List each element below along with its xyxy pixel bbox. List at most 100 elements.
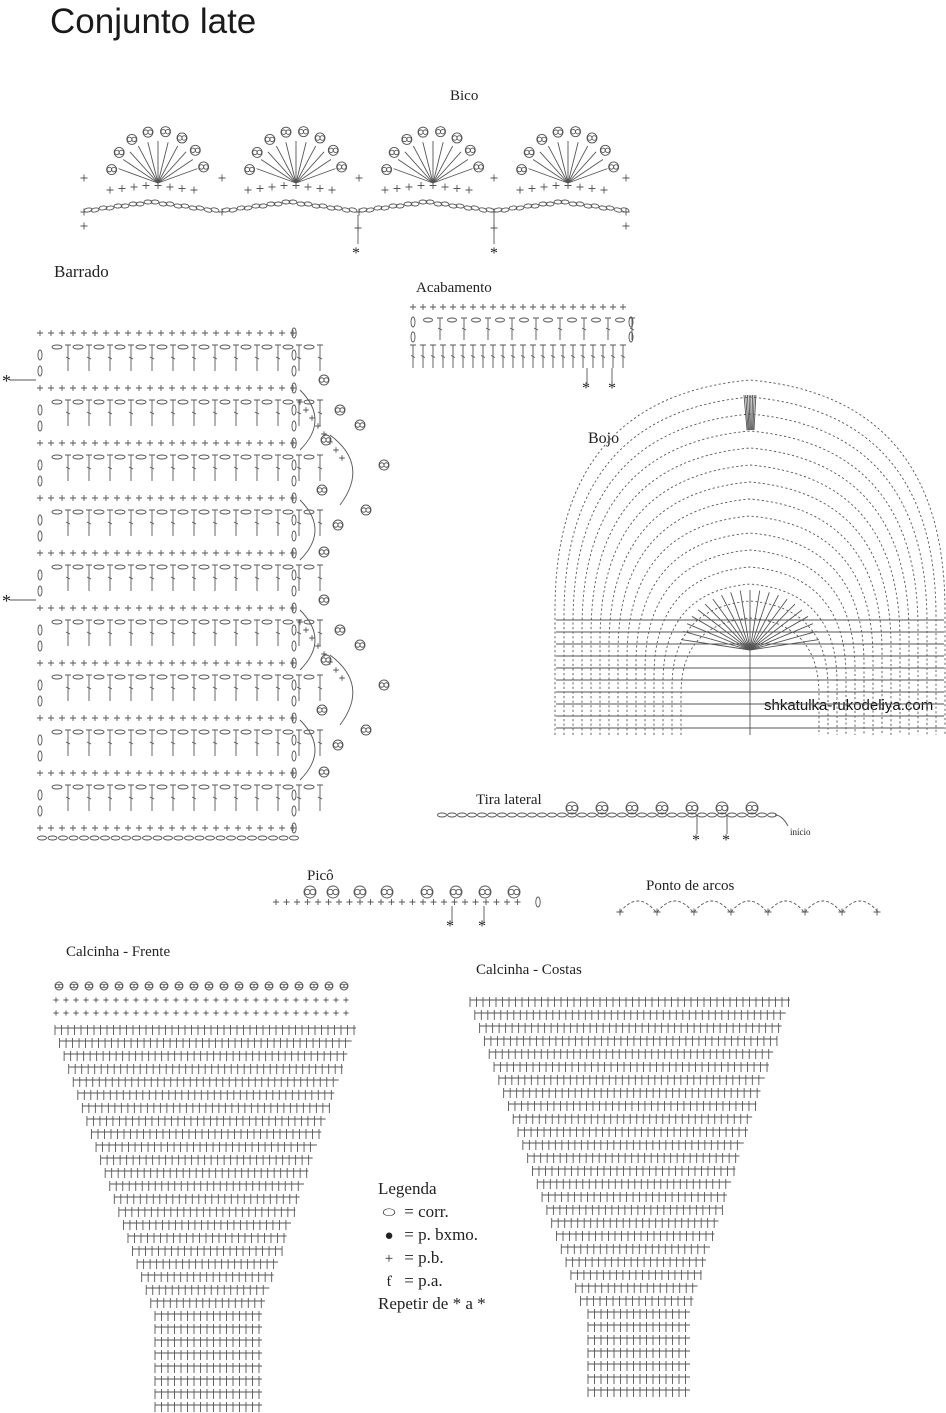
picot-symbol [343,983,349,989]
single-crochet-symbol [37,715,43,721]
single-crochet-symbol [48,605,54,611]
single-crochet-symbol [224,825,230,831]
chain-symbol [447,317,457,323]
double-crochet-symbol [212,564,218,591]
stitch-line [295,159,332,184]
chain-symbol [93,509,105,515]
chain-symbol [72,509,84,515]
chain-symbol [291,822,297,834]
single-crochet-symbol [257,440,263,446]
single-crochet-symbol [143,1010,149,1016]
single-crochet-symbol [63,997,69,1003]
chain-symbol [303,674,315,680]
stitch-line [567,142,579,184]
picot-symbol [473,164,480,170]
bico-chart [80,126,630,244]
chain-symbol [261,674,273,680]
picot-symbol [58,983,64,989]
ponto-de-arcos-chart [616,900,881,916]
single-crochet-symbol [622,174,630,182]
single-crochet-symbol [53,997,59,1003]
chain-symbol [135,454,147,460]
bojo-round [581,430,919,735]
single-crochet-symbol [48,330,54,336]
double-crochet-symbol [296,344,302,371]
single-crochet-symbol [620,304,626,310]
single-crochet-symbol [169,605,175,611]
legend-item-sc: + = p.b. [378,1246,486,1269]
picot-symbol [600,147,606,153]
single-crochet-symbol [173,997,179,1003]
chain-symbol [291,514,297,526]
picot-symbol [314,132,326,144]
double-crochet-symbol [128,729,134,756]
single-crochet-symbol [246,385,252,391]
picot-symbol [528,149,535,156]
single-crochet-symbol [290,550,296,556]
bojo-round [554,379,946,735]
single-crochet-symbol [690,908,698,916]
chain-symbol [395,203,405,209]
legend-repeat-note: Repetir de * a * [378,1294,486,1313]
picot-symbol [360,504,372,516]
stitch-line [393,168,434,184]
bojo-round [653,566,847,735]
single-crochet-symbol [158,330,164,336]
picot-symbol [608,164,615,170]
double-crochet-symbol [254,784,260,811]
single-crochet-symbol [256,185,264,192]
single-crochet-symbol [125,715,131,721]
single-crochet-symbol [257,385,263,391]
double-crochet-symbol [317,564,323,591]
single-crochet-symbol [253,1010,259,1016]
single-crochet-symbol [191,715,197,721]
double-crochet-symbol [65,399,71,426]
single-crochet-symbol [309,635,315,641]
picot-symbol [595,801,609,815]
single-crochet-symbol [147,825,153,831]
chain-symbol [219,619,231,625]
single-crochet-symbol [257,605,263,611]
chain-symbol [291,602,297,614]
stitch-line [752,394,755,431]
picot-symbol [323,549,329,555]
single-crochet-symbol [83,1010,89,1016]
single-crochet-symbol [294,899,300,905]
picot-symbol [54,983,60,989]
single-crochet-symbol [336,899,342,905]
stitch-line [547,145,569,184]
single-crochet-symbol [48,440,54,446]
single-crochet-symbol [123,997,129,1003]
single-crochet-symbol [114,330,120,336]
single-crochet-symbol [273,899,279,905]
chain-symbol [198,619,210,625]
single-crochet-symbol [113,1010,119,1016]
picot-symbol [386,166,392,173]
single-crochet-symbol [316,185,324,192]
single-crochet-symbol [136,825,142,831]
chain-symbol [418,199,428,205]
picot-symbol [319,549,325,555]
picot-symbol [745,801,759,815]
label-bojo: Bojo [588,430,620,447]
single-crochet-symbol [279,605,285,611]
picot-symbol [174,983,180,989]
chain-symbol [156,509,168,515]
double-crochet-symbol [420,344,426,368]
single-crochet-symbol [213,605,219,611]
chain-symbol [291,767,297,779]
single-crochet-symbol [92,330,98,336]
double-crochet-symbol [107,344,113,371]
single-crochet-symbol [430,899,437,905]
picot-symbol [524,149,530,156]
picot-symbol [264,136,271,143]
chain-symbol [380,205,390,211]
picot-symbol [420,885,434,899]
single-crochet-symbol [590,304,596,310]
picot-symbol [388,146,400,158]
single-crochet-symbol [279,385,285,391]
single-crochet-symbol [158,660,164,666]
chain-symbol [114,344,126,350]
picot-symbol [285,129,291,135]
single-crochet-symbol [440,304,446,310]
